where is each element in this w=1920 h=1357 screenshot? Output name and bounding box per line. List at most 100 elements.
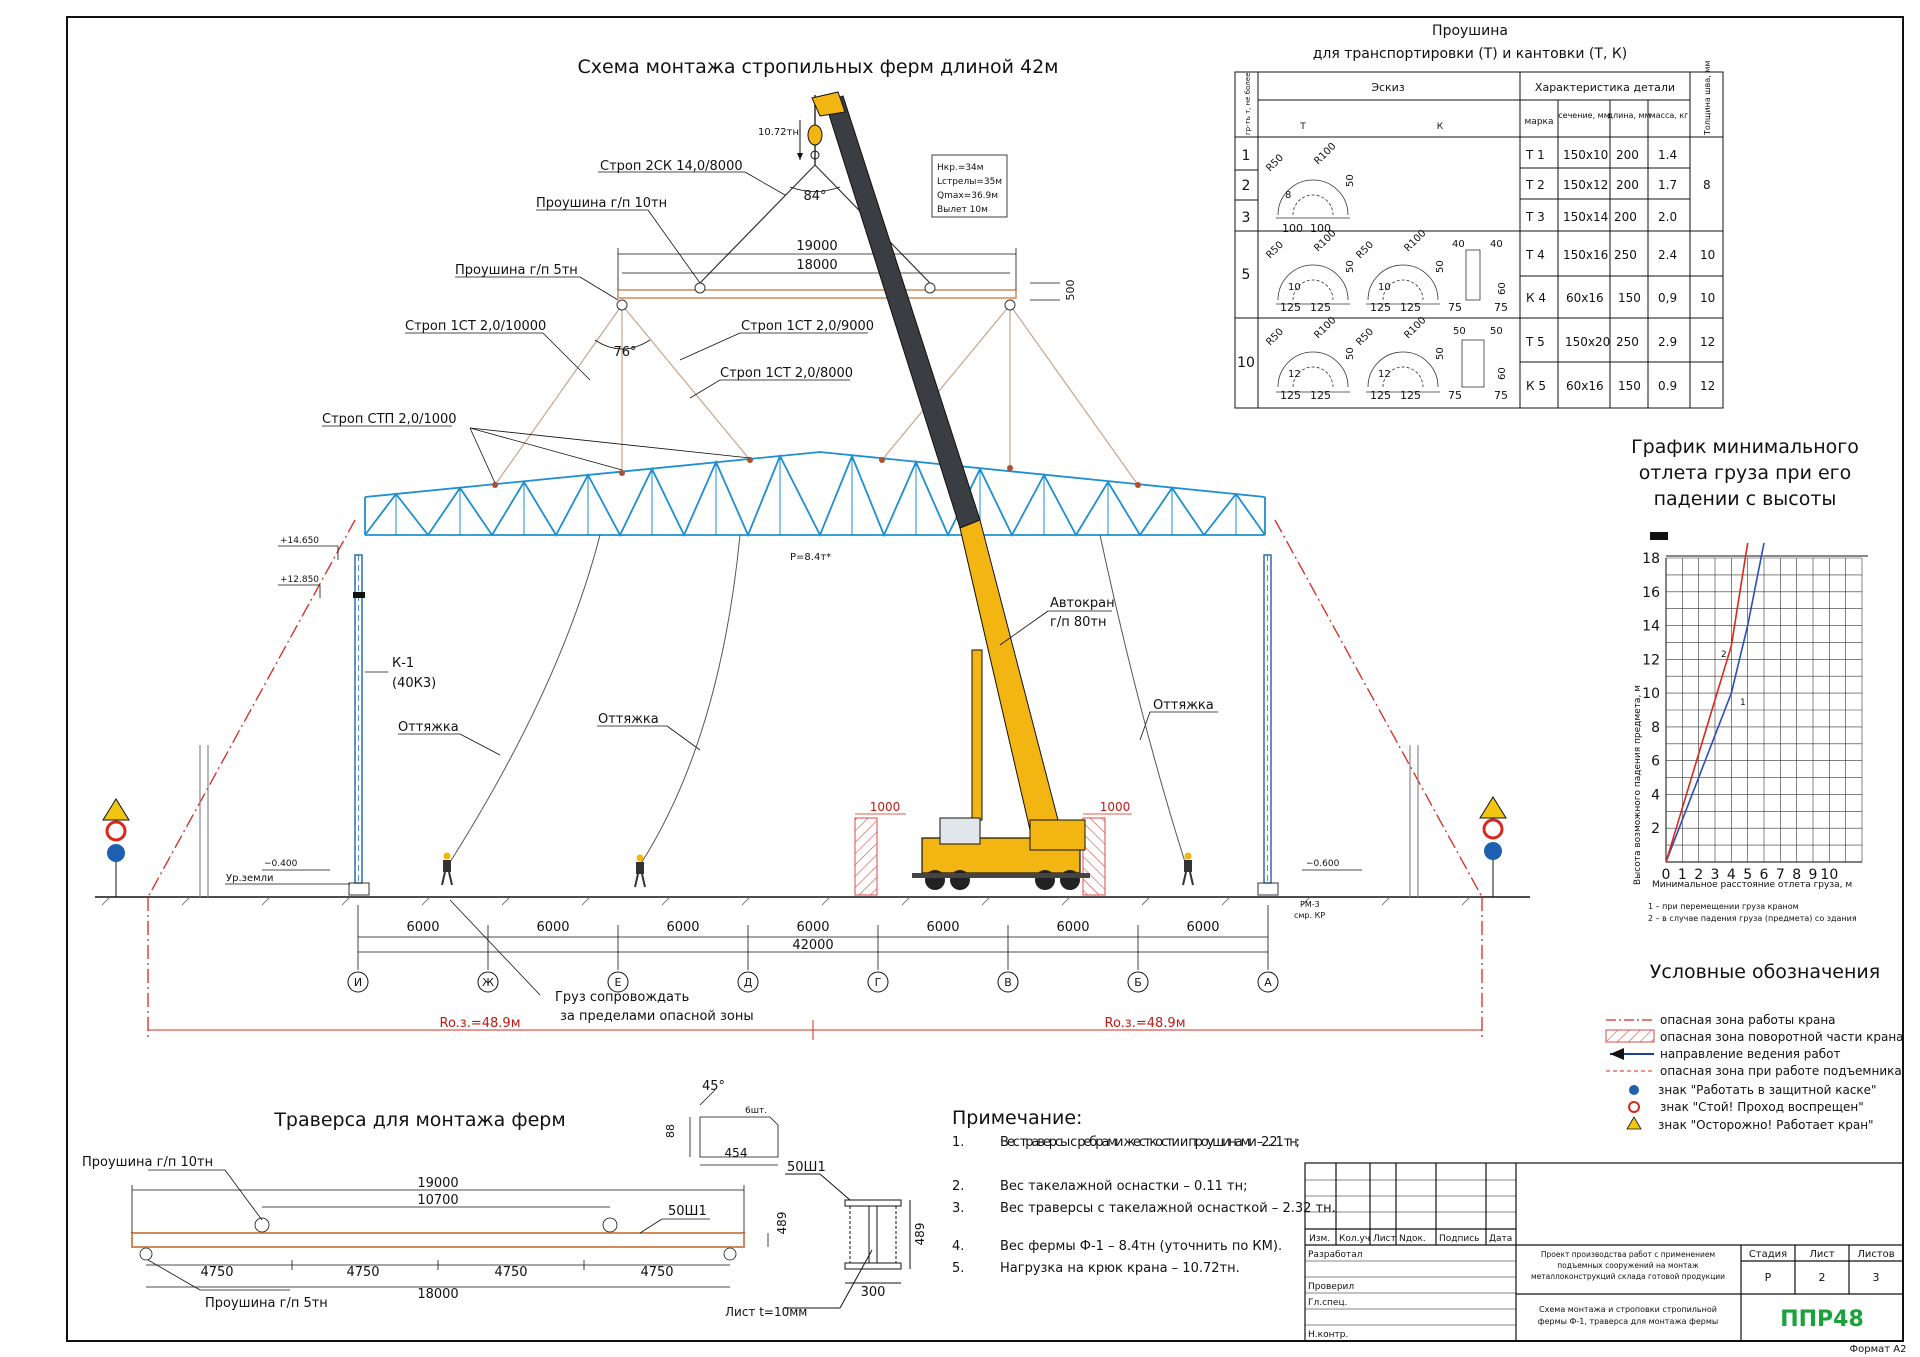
graph-series-1 — [1665, 542, 1765, 863]
crane-boom-head — [811, 91, 846, 117]
sk-d75: 75 — [1448, 301, 1462, 314]
traverse-detail: Траверса для монтажа ферм Проушина г/п 1… — [82, 1079, 927, 1319]
row-thick: 10 — [1700, 248, 1715, 262]
sk-d12: 12 — [1288, 369, 1301, 380]
axis-label: Б — [1134, 976, 1142, 989]
row-mass: 2.0 — [1658, 210, 1677, 224]
legend-item: знак "Осторожно! Работает кран" — [1658, 1118, 1874, 1132]
row-len: 250 — [1614, 248, 1637, 262]
crane-cab — [939, 817, 981, 845]
sk-d50: 50 — [1435, 347, 1446, 360]
note-item: Нагрузка на крюк крана – 10.72тн. — [1000, 1261, 1240, 1276]
graph-series-2-label: 2 — [1721, 650, 1727, 660]
sk-d50: 50 — [1345, 174, 1356, 187]
tr-dim-10700: 10700 — [417, 1193, 458, 1208]
sk-d40a: 40 — [1452, 239, 1465, 250]
sk-d125c: 125 — [1370, 301, 1391, 314]
angle-84: 84° — [803, 189, 826, 204]
grid-axes — [347, 971, 1279, 993]
axis-label: Д — [744, 976, 753, 989]
dim-1000-left: 1000 — [870, 800, 901, 814]
tr-eye10-label: Проушина г/п 10тн — [82, 1155, 213, 1170]
row-mass: 0.9 — [1658, 379, 1677, 393]
rm-label: РМ-3 — [1300, 900, 1320, 909]
tr-dim-19000: 19000 — [417, 1176, 458, 1191]
dim-19000: 19000 — [796, 239, 837, 254]
note-item: Вес фермы Ф-1 – 8.4тн (уточнить по КМ). — [1000, 1239, 1282, 1254]
truss-weight-label: P=8.4т* — [790, 552, 831, 563]
sk-r100: R100 — [1402, 228, 1428, 254]
callout-eye-5: Проушина г/п 5тн — [455, 263, 578, 278]
warning-crane-sign-icon — [1479, 796, 1507, 819]
graph-y-tick: 2 — [1651, 821, 1660, 837]
graph-x-tick: 9 — [1809, 867, 1818, 883]
graph-grid — [1665, 555, 1868, 863]
graph-x-tick: 6 — [1760, 867, 1769, 883]
sk-r50: R50 — [1264, 152, 1286, 174]
light-poles — [199, 745, 1419, 897]
stamp-sheet: 2 — [1819, 1271, 1826, 1284]
eye-table-title-1: Проушина — [1432, 23, 1508, 39]
axis-label: Е — [615, 976, 622, 989]
graph-series — [1665, 542, 1765, 863]
th-sketch-k: К — [1437, 122, 1444, 132]
legend-no-entry-icon — [1628, 1101, 1640, 1113]
sk-d50: 50 — [1345, 260, 1356, 273]
sk-d75d: 75 — [1494, 389, 1508, 402]
crane-swing-zone-left — [854, 817, 878, 896]
title-block: Изм. Кол.уч Лист Nдок. Подпись Дата Разр… — [1304, 1162, 1906, 1355]
stamp-stage-h: Стадия — [1749, 1249, 1787, 1260]
row-len: 200 — [1616, 148, 1639, 162]
callout-guy-3: Оттяжка — [1153, 698, 1214, 713]
legend-item: направление ведения работ — [1660, 1047, 1841, 1061]
crane-superstructure — [1029, 819, 1086, 851]
stamp-col: Кол.уч — [1339, 1234, 1370, 1244]
graph-x-tick: 3 — [1711, 867, 1720, 883]
row-sec: 150х20 — [1565, 335, 1610, 349]
stamp-col: Изм. — [1309, 1234, 1330, 1244]
crane-danger-zone-lines — [147, 519, 1483, 1037]
column-left — [348, 554, 370, 896]
graph-y-tick: 18 — [1642, 551, 1660, 567]
safety-signs-left — [102, 798, 130, 897]
mobile-crane — [811, 91, 1090, 890]
graph-x-tick: 10 — [1820, 867, 1838, 883]
stamp-sheet-h: Лист — [1809, 1249, 1835, 1260]
note-item: Вес траверсы с ребрами жесткости и проуш… — [1000, 1135, 1300, 1150]
helmet-sign-icon — [1484, 842, 1502, 860]
tr-dim-489: 489 — [775, 1212, 789, 1235]
row-mass: 0,9 — [1658, 291, 1677, 305]
th-sec: сечение, мм — [1558, 111, 1609, 120]
row-mass: 1.7 — [1658, 178, 1677, 192]
guy-ropes — [444, 534, 1186, 871]
column-label: К-1 — [392, 656, 414, 671]
crane-swing-zone-right — [1082, 817, 1106, 896]
section-beam-label: 50Ш1 — [787, 1160, 826, 1175]
graph-title-3: падении с высоты — [1654, 488, 1837, 510]
eye-table: Проушина для транспортировки (Т) и канто… — [1234, 23, 1724, 409]
ground-hatch — [101, 896, 1471, 906]
graph-xlabel: Минимальное расстояние отлета груза, м — [1652, 880, 1852, 890]
sk-d50: 50 — [1345, 347, 1356, 360]
row-mark: К 4 — [1526, 291, 1546, 305]
tr-dim-4750: 4750 — [494, 1265, 527, 1280]
legend-item: знак "Работать в защитной каске" — [1658, 1083, 1877, 1097]
sk-d50c: 50 — [1453, 326, 1466, 337]
row-thick: 8 — [1703, 178, 1711, 192]
section-dim-300: 300 — [861, 1285, 886, 1300]
sk-d125a: 125 — [1280, 301, 1301, 314]
note-num: 3. — [952, 1201, 964, 1216]
tr-dim-4750: 4750 — [346, 1265, 379, 1280]
rm-label-2: смр. КР — [1294, 911, 1325, 920]
callouts — [322, 171, 1218, 756]
row-sec: 60х16 — [1566, 291, 1604, 305]
elev-m0400: −0.400 — [264, 859, 298, 869]
graph-y-tick: 16 — [1642, 585, 1660, 601]
sk-d8: 8 — [1285, 190, 1291, 201]
th-sketch-t: Т — [1299, 122, 1306, 132]
note-num: 2. — [952, 1179, 964, 1194]
elevation-marks: +14.650 +12.850 −0.400 Ур.земли −0.600 Р… — [225, 536, 1362, 920]
row-len: 150 — [1618, 379, 1641, 393]
graph-y-tick: 10 — [1642, 686, 1660, 702]
section-dim-489: 489 — [913, 1223, 927, 1246]
